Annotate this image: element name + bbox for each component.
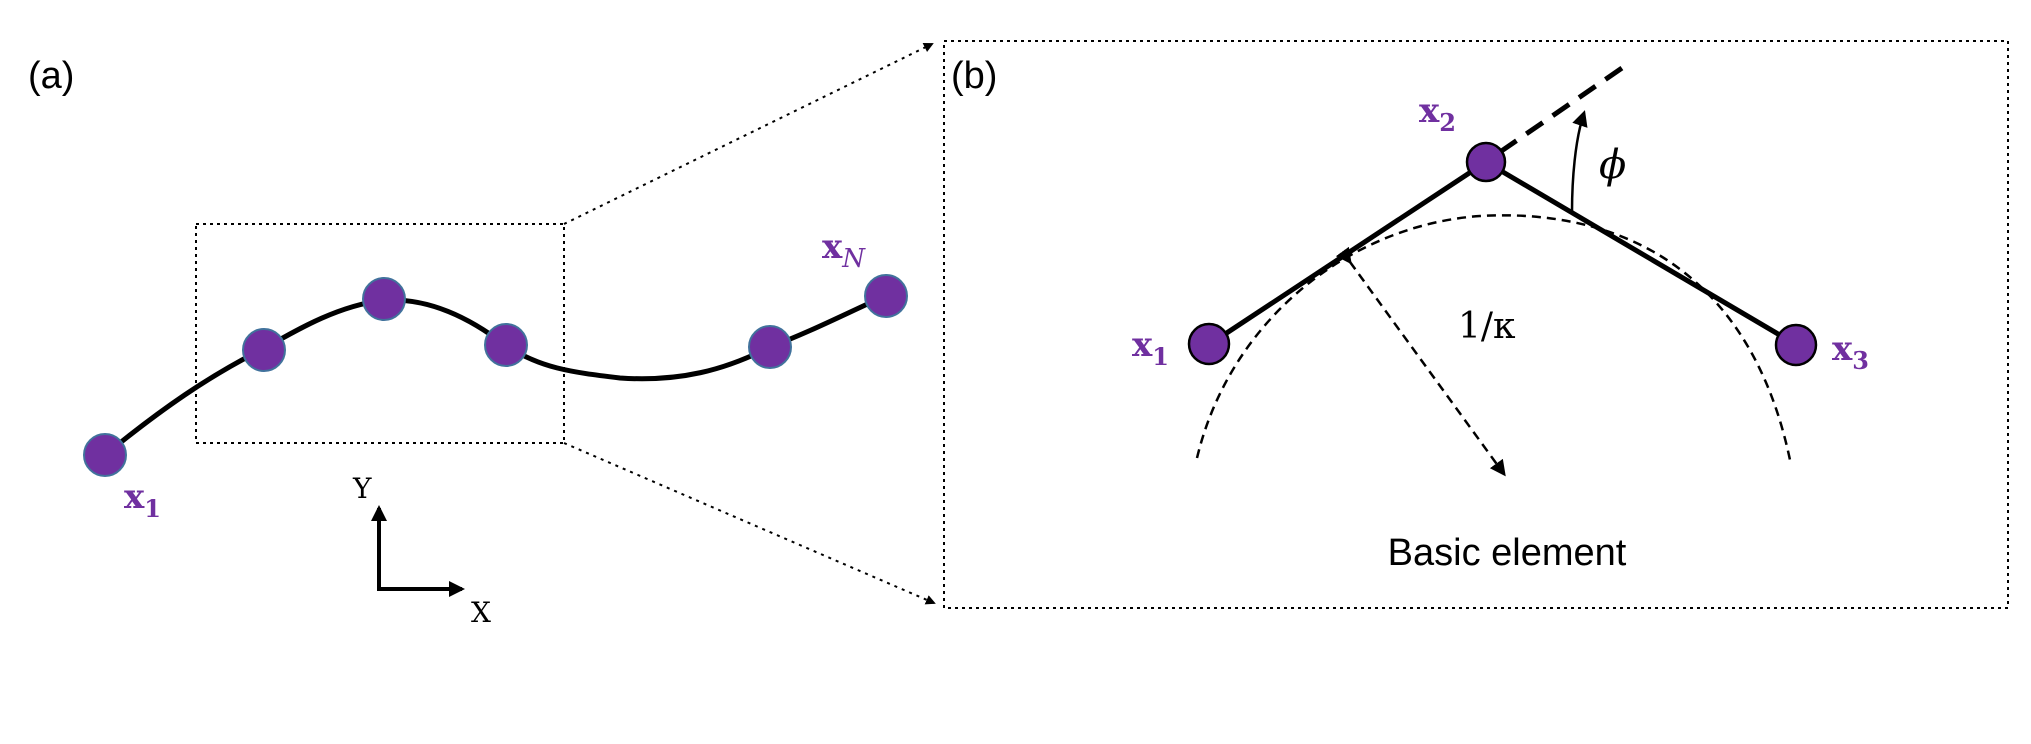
curvature-label: 1/κ [1458, 306, 1516, 347]
element-node-1 [1187, 322, 1231, 366]
chain-node-4 [484, 323, 528, 367]
axis-y-label: Y [352, 472, 372, 505]
element-node-3 [1774, 323, 1818, 367]
chain-node-6 [864, 274, 908, 318]
angle-arc [1570, 110, 1588, 213]
panel-a-tag: (a) [28, 55, 74, 97]
bond-segment-2 [1484, 159, 1797, 347]
zoom-box [195, 223, 565, 444]
radius-arrow [1335, 246, 1506, 477]
axis-x-label: X [471, 596, 491, 629]
angle-symbol: ϕ [1599, 142, 1626, 188]
label-x3-b: x3 [1832, 329, 1869, 375]
zoom-line-bottom [563, 442, 936, 605]
bond-segment-1 [1208, 159, 1488, 347]
chain-node-5 [748, 325, 792, 369]
label-x1-a: x1 [124, 477, 161, 523]
label-xN: xN [822, 227, 866, 274]
panel-b-tag: (b) [951, 55, 997, 97]
panel-b-caption: Basic element [1388, 532, 1627, 574]
element-node-2 [1465, 141, 1507, 183]
chain-node-1 [83, 433, 127, 477]
label-x1-b: x1 [1132, 325, 1169, 371]
bond-extension [1498, 65, 1624, 155]
chain-node-2 [242, 328, 286, 372]
curvature-arc [1195, 214, 1792, 461]
label-x2-b: x2 [1419, 91, 1456, 137]
polymer-curve [103, 293, 887, 457]
zoom-line-top [563, 43, 934, 225]
chain-node-3 [362, 277, 406, 321]
panel-b-frame [943, 40, 2009, 609]
